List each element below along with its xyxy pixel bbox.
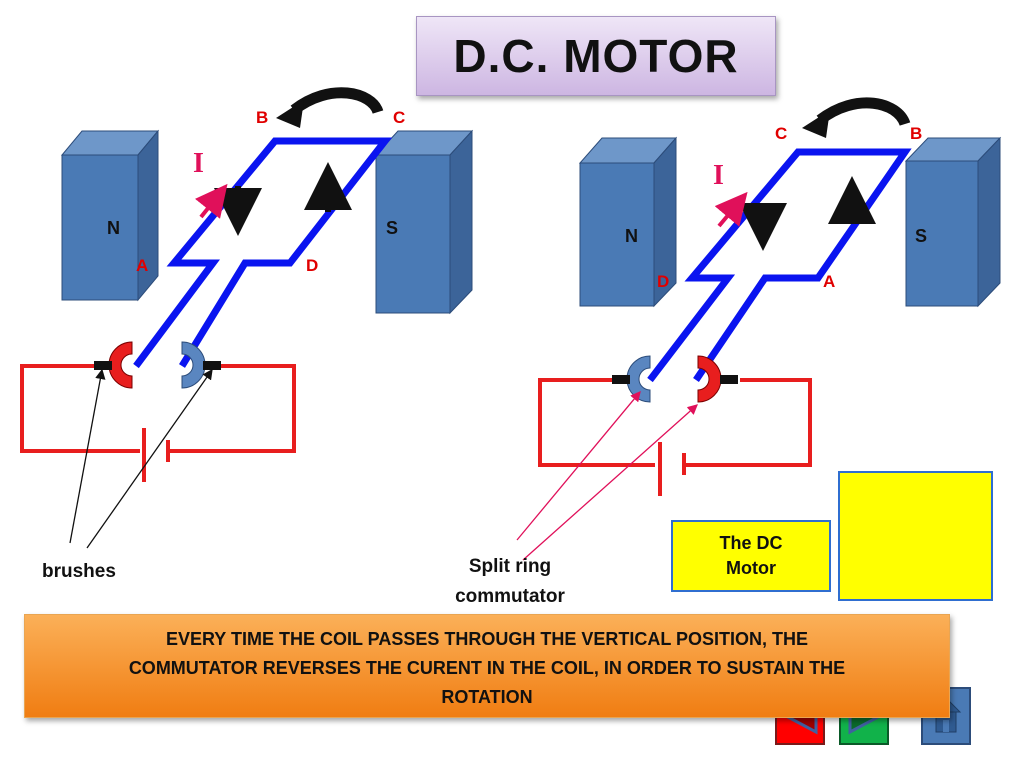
left-rotation-arrow: [290, 87, 384, 115]
left-rotation-arrowhead: [276, 100, 304, 128]
right-corner-a-label: A: [823, 272, 836, 291]
left-diagram: [20, 87, 474, 549]
right-diagram: [516, 97, 1002, 561]
right-right-brush: [720, 375, 738, 384]
right-south-magnet: [904, 136, 1002, 308]
left-north-magnet: [60, 129, 160, 302]
right-coil: [647, 148, 912, 383]
right-circuit: [538, 378, 812, 496]
left-current-arrow: [195, 183, 228, 219]
brushes-label: brushes: [42, 561, 116, 582]
next-slide-button[interactable]: [840, 688, 888, 744]
left-pole-n-label: N: [107, 218, 120, 238]
page-title: D.C. MOTOR: [416, 16, 776, 96]
right-pole-n-label: N: [625, 226, 638, 246]
video-link-line1: The DC: [719, 533, 783, 553]
left-corner-a-label: A: [136, 256, 149, 275]
previous-slide-button[interactable]: [776, 688, 824, 744]
left-corner-b-label: B: [256, 108, 269, 127]
right-north-magnet: [578, 136, 678, 308]
banner-line2: COMMUTATOR REVERSES THE CURENT IN THE CO…: [128, 658, 846, 678]
left-corner-d-label: D: [306, 256, 319, 275]
right-pole-s-label: S: [915, 226, 928, 246]
right-left-brush: [612, 375, 630, 384]
right-rotation-arrowhead: [802, 110, 830, 138]
split-ring-line1: Split ring: [468, 556, 552, 577]
right-rotation-arrow: [816, 97, 911, 127]
banner-line1: EVERY TIME THE COIL PASSES THROUGH THE V…: [165, 629, 809, 649]
left-coil: [133, 137, 393, 369]
right-corner-d-label: D: [657, 272, 670, 291]
banner-line3: ROTATION: [441, 687, 533, 707]
right-commutator-red: [697, 355, 722, 403]
right-current-arrow: [714, 191, 748, 228]
split-ring-commutator-label: Split ring commutator: [430, 552, 590, 612]
dc-motor-video-link[interactable]: The DC Motor: [671, 520, 831, 592]
left-current-label: I: [193, 148, 204, 179]
left-pole-s-label: S: [386, 218, 399, 238]
left-brush: [94, 361, 112, 370]
video-play-button[interactable]: [838, 471, 993, 601]
video-link-line2: Motor: [726, 558, 776, 578]
home-button[interactable]: [922, 688, 970, 744]
explanation-banner: EVERY TIME THE COIL PASSES THROUGH THE V…: [24, 614, 950, 718]
left-commutator-blue: [181, 341, 206, 389]
split-ring-line2: commutator: [455, 586, 565, 607]
left-commutator-red: [108, 341, 133, 389]
right-brush: [203, 361, 221, 370]
right-corner-b-label: B: [910, 124, 923, 143]
right-commutator-blue: [626, 355, 651, 403]
right-current-label: I: [713, 160, 724, 191]
left-corner-c-label: C: [393, 108, 406, 127]
right-corner-c-label: C: [775, 124, 788, 143]
left-circuit: [20, 364, 296, 482]
left-south-magnet: [374, 129, 474, 315]
